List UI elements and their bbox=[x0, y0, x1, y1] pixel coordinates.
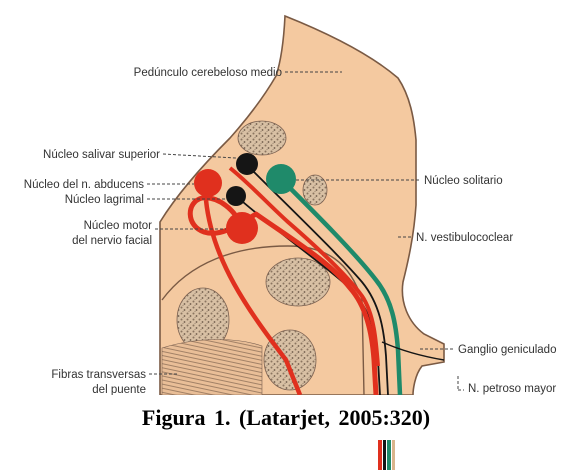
label-ganglio-geniculado: Ganglio geniculado bbox=[458, 344, 556, 356]
label-nervio-facial: del nervio facial bbox=[72, 235, 152, 247]
pontine-nucleus-mass-1 bbox=[266, 258, 330, 306]
label-nucleo-lagrimal: Núcleo lagrimal bbox=[65, 194, 144, 206]
label-nucleo-abducens: Núcleo del n. abducens bbox=[24, 179, 144, 191]
label-nucleo-solitario: Núcleo solitario bbox=[424, 175, 503, 187]
nerve-bundle-fragment bbox=[378, 440, 395, 470]
nucleo-lagrimal-dot bbox=[226, 186, 246, 206]
label-nucleo-motor: Núcleo motor bbox=[84, 220, 153, 232]
label-n-vestibulococlear: N. vestibulococlear bbox=[416, 232, 513, 244]
caption-band: Figura 1. (Latarjet, 2005:320) bbox=[0, 395, 572, 440]
transverse-pontine-fibers bbox=[162, 340, 262, 396]
nucleo-salivar-superior-dot bbox=[236, 153, 258, 175]
nucleo-abducens-dot bbox=[194, 169, 222, 197]
label-n-petroso-mayor: N. petroso mayor bbox=[468, 383, 556, 395]
figure-caption: Figura 1. (Latarjet, 2005:320) bbox=[142, 405, 430, 431]
label-pedunculo-cerebeloso-medio: Pedúnculo cerebeloso medio bbox=[134, 67, 282, 79]
label-fibras-transversas: Fibras transversas bbox=[51, 369, 146, 381]
nucleo-motor-facial-dot bbox=[226, 212, 258, 244]
nucleo-solitario-dot bbox=[266, 164, 296, 194]
dorsal-nucleus-mass bbox=[238, 121, 286, 155]
label-nucleo-salivar-superior: Núcleo salivar superior bbox=[43, 149, 160, 161]
